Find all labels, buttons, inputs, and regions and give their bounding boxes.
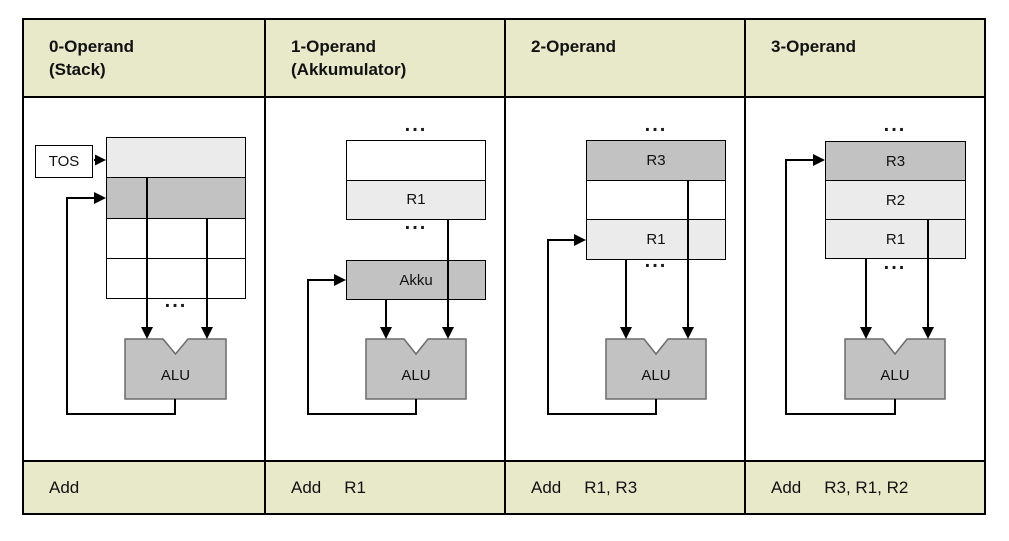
ellipsis: ... [164,290,188,312]
ellipsis: ... [883,252,907,274]
instruction-cell: Add [24,460,264,513]
right-arrow-icon [574,234,586,246]
alu-label: ALU [641,367,671,384]
right-arrow-icon [813,154,825,166]
instruction-operands: R3, R1, R2 [824,477,909,497]
column-header-1-operand: 1-Operand (Akkumulator) [266,20,504,98]
instruction-mnemonic: Add [291,477,322,497]
tos-box: TOS [35,145,93,178]
instruction-operands: R1, R3 [584,477,638,497]
column-header-0-operand: 0-Operand (Stack) [24,20,264,98]
ellipsis: ... [404,212,428,234]
stack-register-box [106,137,246,299]
header-line1: 1-Operand [291,37,377,56]
register-box: R3 R1 [586,140,726,260]
instruction-mnemonic: Add [771,477,802,497]
down-arrow-icon [201,327,213,339]
header-line1: 2-Operand [531,37,617,56]
header-line2: (Akkumulator) [291,60,407,79]
ellipsis: ... [883,114,907,136]
stack-cell [107,218,245,259]
register-cell [587,180,725,221]
down-arrow-icon [620,327,632,339]
column-1-operand: 1-Operand (Akkumulator) ... R1 ... Akku … [264,20,504,513]
alu-label: ALU [401,367,431,384]
alu-label: ALU [880,367,910,384]
diagram-stack: TOS ... ALU [24,98,264,460]
register-cell [347,141,485,181]
ellipsis: ... [644,114,668,136]
column-3-operand: 3-Operand ... R3 R2 R1 ... ALU [744,20,984,513]
register-label: R2 [885,191,906,209]
register-label: R1 [646,231,666,249]
register-label: R3 [646,151,666,169]
instruction-cell: Add R1, R3 [506,460,744,513]
alu-label: ALU [160,367,191,384]
diagram-akkumulator: ... R1 ... Akku ALU [266,98,504,460]
ellipsis: ... [644,250,668,272]
header-line1: 0-Operand [49,37,135,56]
header-line2: (Stack) [49,60,106,79]
register-cell-r1: R1 [347,180,485,219]
instruction-cell: Add R1 [266,460,504,513]
register-cell-r3: R3 [826,142,965,181]
diagram-2-operand: ... R3 R1 ... ALU [506,98,744,460]
down-arrow-icon [922,327,934,339]
stack-cell-second [107,178,245,219]
register-label: R1 [406,191,426,209]
register-label: R1 [885,230,906,248]
column-2-operand: 2-Operand ... R3 R1 ... ALU [504,20,744,513]
down-arrow-icon [141,327,153,339]
comparison-table: 0-Operand (Stack) TOS ... ALU [22,18,986,515]
down-arrow-icon [442,327,454,339]
ellipsis: ... [404,114,428,136]
right-arrow-icon [334,274,346,286]
register-label: R3 [885,152,906,170]
tos-arrow-icon [95,154,106,166]
header-line1: 3-Operand [771,37,857,56]
column-header-2-operand: 2-Operand [506,20,744,98]
right-arrow-icon [94,192,106,204]
instruction-operands: R1 [344,477,366,497]
register-cell-r2: R2 [826,181,965,220]
instruction-mnemonic: Add [49,477,80,497]
akku-box: Akku [346,260,486,300]
column-0-operand: 0-Operand (Stack) TOS ... ALU [24,20,264,513]
register-box: R3 R2 R1 [825,141,966,259]
down-arrow-icon [380,327,392,339]
column-header-3-operand: 3-Operand [746,20,984,98]
stack-cell-top [107,138,245,179]
diagram-3-operand: ... R3 R2 R1 ... ALU [746,98,984,460]
register-box: R1 [346,140,486,220]
instruction-mnemonic: Add [531,477,562,497]
down-arrow-icon [860,327,872,339]
instruction-cell: Add R3, R1, R2 [746,460,984,513]
register-cell-r3: R3 [587,141,725,181]
down-arrow-icon [682,327,694,339]
